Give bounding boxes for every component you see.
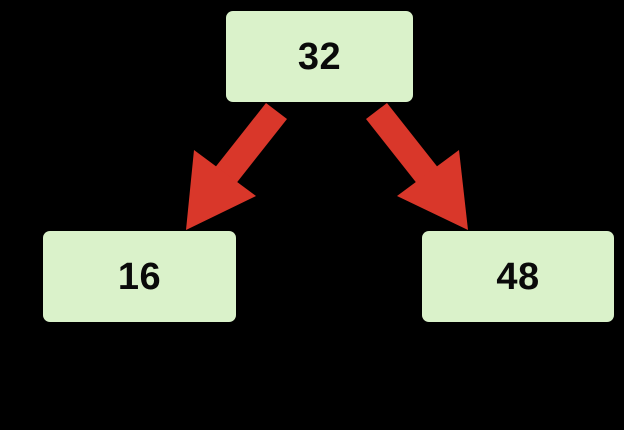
tree-node-left-child-label: 16 (117, 255, 162, 298)
tree-node-right-child[interactable]: 48 (422, 231, 614, 322)
edge-root-to-left (186, 103, 287, 230)
edge-root-to-right-shaft (366, 103, 447, 195)
tree-node-root-label: 32 (297, 35, 342, 78)
edge-root-to-left-arrowhead (186, 150, 256, 230)
tree-node-right-child-label: 48 (496, 255, 540, 298)
edge-root-to-left-shaft (206, 103, 287, 195)
tree-node-left-child[interactable]: 16 (43, 231, 236, 322)
tree-node-root[interactable]: 32 (226, 11, 413, 102)
edge-root-to-right-arrowhead (397, 150, 468, 230)
edge-root-to-right (366, 103, 468, 230)
